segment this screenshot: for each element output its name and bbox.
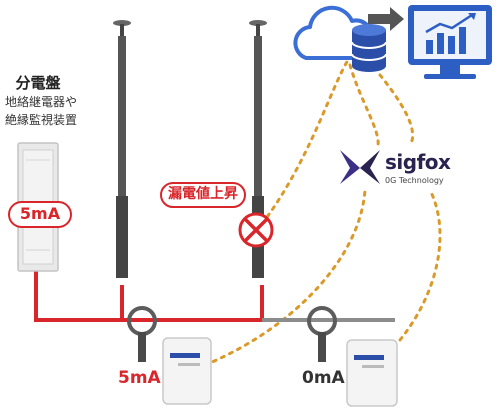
monitor-icon — [408, 5, 492, 79]
link-cloud-sigfox — [348, 63, 380, 147]
pole-1 — [113, 20, 131, 278]
sensor-2-current: 0mA — [302, 368, 345, 388]
clamp-ring-2 — [307, 306, 337, 362]
arrow-right-icon — [368, 7, 404, 31]
clamp-ring-1 — [127, 306, 157, 362]
leak-wire — [34, 268, 264, 322]
sigfox-logo-icon — [340, 150, 380, 184]
link-sensor1-sigfox — [203, 188, 367, 367]
database-icon — [351, 24, 387, 72]
link-sensor2-sigfox — [398, 188, 442, 342]
sensor-device-1 — [162, 337, 212, 405]
fault-icon — [238, 212, 274, 248]
sigfox-tagline: 0G Technology — [385, 176, 444, 185]
link-pole2-cloud — [260, 58, 350, 226]
sigfox-name: sigfox — [385, 150, 451, 174]
panel-title: 分電盤 — [15, 74, 61, 92]
link-db-sigfox — [378, 73, 415, 147]
panel-description-line-2: 絶縁監視装置 — [4, 113, 77, 127]
sensor-1-current: 5mA — [118, 368, 161, 388]
sensor-device-2 — [346, 339, 398, 407]
leak-rise-badge: 漏電値上昇 — [160, 182, 246, 208]
panel-description: 地絡継電器や 絶縁監視装置 — [0, 93, 82, 129]
panel-description-line-1: 地絡継電器や — [4, 95, 77, 109]
panel-current-badge: 5mA — [8, 201, 72, 228]
